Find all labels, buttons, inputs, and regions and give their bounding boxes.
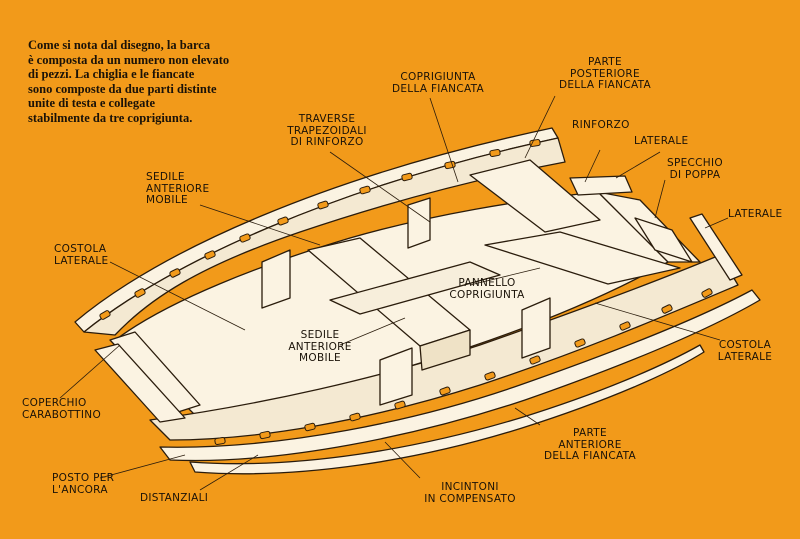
label-laterale-top: Laterale <box>634 135 689 147</box>
label-posto-ancora: Posto per l'ancora <box>52 472 115 496</box>
rib-3 <box>521 297 551 359</box>
transom-reinforcement <box>634 217 693 263</box>
rib-1 <box>261 249 291 309</box>
label-sedile-top: Sedile anteriore mobile <box>146 171 210 206</box>
front-seat-side <box>419 329 471 371</box>
transom-lateral <box>689 213 743 281</box>
label-laterale-right: Laterale <box>728 208 783 220</box>
label-pannello: Pannello coprigiunta <box>449 277 525 301</box>
label-coperchio: Coperchio carabottino <box>22 397 102 421</box>
floor-strip <box>329 261 501 315</box>
label-rinforzo: Rinforzo <box>572 119 630 131</box>
label-parte-anteriore: Parte anteriore della fiancata <box>543 427 637 462</box>
label-coprigiunta-fiancata: Coprigiunta della fiancata <box>391 71 485 95</box>
label-sedile-bottom: Sedile anteriore mobile <box>288 329 352 364</box>
label-costola-left: Costola laterale <box>54 243 109 267</box>
keel-strip <box>189 344 705 475</box>
rear-joint-panel <box>469 159 601 233</box>
label-incintoni: Incintoni in compensato <box>424 481 516 505</box>
near-side-strip <box>159 289 761 462</box>
central-joint-panel <box>484 231 681 285</box>
rib-2 <box>407 197 431 249</box>
label-parte-posteriore: Parte posteriore della fiancata <box>558 56 652 91</box>
rib-4 <box>379 347 413 406</box>
label-distanziali: Distanziali <box>140 492 209 504</box>
label-costola-right: Costola laterale <box>717 339 773 363</box>
label-specchio: Specchio di poppa <box>667 157 723 181</box>
intro-text: Come si nota dal disegno, la barca è com… <box>28 38 230 125</box>
label-traverse: Traverse trapezoidali di rinforzo <box>287 113 367 148</box>
bow-cover-plate <box>94 343 186 423</box>
stern-block <box>569 175 633 196</box>
